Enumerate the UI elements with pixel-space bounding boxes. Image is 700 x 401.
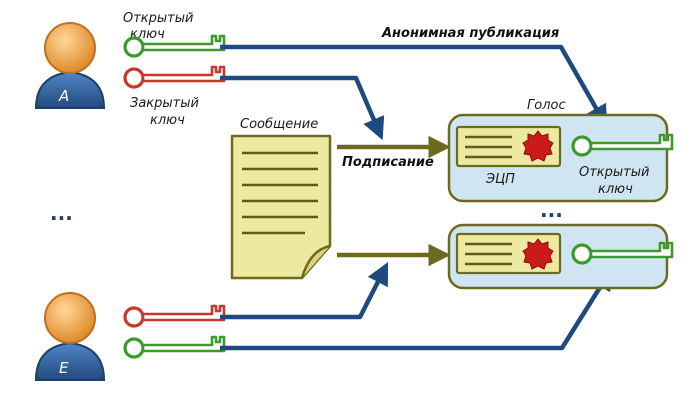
anonymous-publication-label: Анонимная публикация [381,26,559,41]
signing-label: Подписание [342,155,434,170]
arrow-private-key-a-to-signing [220,75,385,141]
user-a-letter: A [58,87,69,105]
arrow-publish-public-key-e [220,267,613,351]
user-e-avatar: E [34,292,106,381]
user-a-avatar: A [34,22,106,109]
vote-box-bottom [447,223,674,290]
message-document [230,134,332,280]
vote-public-key-label-line1: Открытый [579,165,649,180]
vote-label: Голос [527,98,566,113]
user-a-public-key-icon [123,34,226,58]
eds-label: ЭЦП [485,172,515,187]
private-key-label-line1: Закрытый [130,96,199,111]
vote-box-top [447,113,674,203]
user-e-public-key-icon [123,335,226,359]
user-e-private-key-icon [123,304,226,328]
user-a-private-key-icon [123,65,226,89]
votes-ellipsis: ... [540,198,563,222]
message-label: Сообщение [240,117,318,132]
vote-public-key-label-line2: ключ [598,182,633,197]
users-ellipsis: ... [50,201,73,225]
public-key-label-line1: Открытый [123,11,193,26]
arrow-publish-public-key-a [220,44,608,128]
arrow-private-key-e-to-signing [220,261,389,320]
private-key-label-line2: ключ [150,113,185,128]
user-e-letter: E [59,359,69,377]
